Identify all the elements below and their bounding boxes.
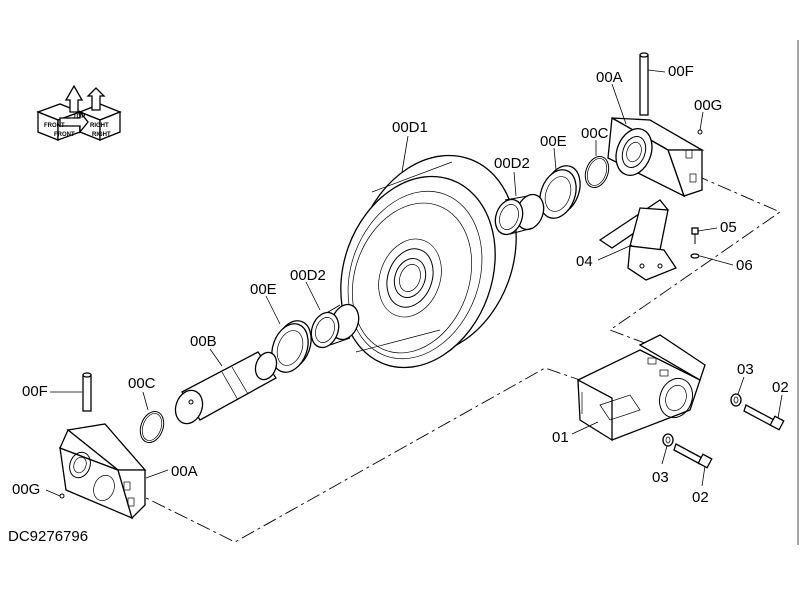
orientation-label-right-1: RIGHT [90, 123, 109, 129]
callout-00d1: 00D1 [392, 119, 428, 136]
orientation-icon: FRONT RIGHT FRONT RIGHT TOP [36, 84, 122, 141]
idler-wheel [340, 154, 517, 369]
assembly-centerlines [129, 174, 781, 543]
bolt-05 [691, 227, 699, 244]
drawing-code: DC9276796 [8, 528, 88, 545]
callout-00d2-upper: 00D2 [494, 155, 530, 172]
grease-fitting-lower [59, 493, 65, 499]
callout-01: 01 [552, 429, 569, 446]
floating-seal-upper [539, 165, 581, 219]
callout-02-right: 02 [772, 379, 789, 396]
washer-03-right [730, 393, 742, 407]
bearing-block-upper [607, 116, 705, 198]
shaft-00b [174, 351, 278, 425]
callout-00g-upper: 00G [694, 97, 722, 114]
bushing-upper [494, 193, 545, 236]
callout-00e-lower: 00E [250, 281, 277, 298]
support-01 [577, 334, 706, 442]
callout-06: 06 [736, 257, 753, 274]
orientation-label-front-1: FRONT [44, 123, 65, 129]
callout-00e-upper: 00E [540, 133, 567, 150]
bolt-02-bottom [673, 443, 713, 469]
callout-00f-upper: 00F [668, 63, 694, 80]
callout-03-right: 03 [737, 361, 754, 378]
o-ring-lower [139, 411, 165, 443]
orientation-label-top: TOP [73, 114, 85, 120]
orientation-label-right-2: RIGHT [92, 132, 111, 138]
washer-06 [690, 253, 700, 259]
bushing-lower [310, 303, 360, 349]
bearing-block-lower [59, 423, 147, 520]
pin-lower [82, 372, 92, 412]
bracket-04 [598, 199, 677, 281]
callout-00f-lower: 00F [22, 383, 48, 400]
o-ring-upper [584, 156, 610, 188]
callout-03-bottom: 03 [652, 469, 669, 486]
callout-00a-upper: 00A [596, 69, 623, 86]
callout-00c-upper: 00C [581, 125, 609, 142]
bolt-02-right [743, 404, 785, 431]
callout-05: 05 [720, 219, 737, 236]
callout-04: 04 [576, 253, 593, 270]
callout-00a-lower: 00A [171, 463, 198, 480]
pin-upper [639, 52, 649, 116]
callout-00g-lower: 00G [12, 481, 40, 498]
grease-fitting-upper [697, 129, 703, 135]
leader-lines [45, 69, 783, 497]
callout-00b: 00B [190, 333, 217, 350]
washer-03-bottom [662, 433, 674, 447]
callout-02-bottom: 02 [692, 489, 709, 506]
orientation-label-front-2: FRONT [54, 132, 75, 138]
floating-seal-lower [271, 320, 312, 373]
callout-00c-lower: 00C [128, 375, 156, 392]
callout-00d2-lower: 00D2 [290, 267, 326, 284]
